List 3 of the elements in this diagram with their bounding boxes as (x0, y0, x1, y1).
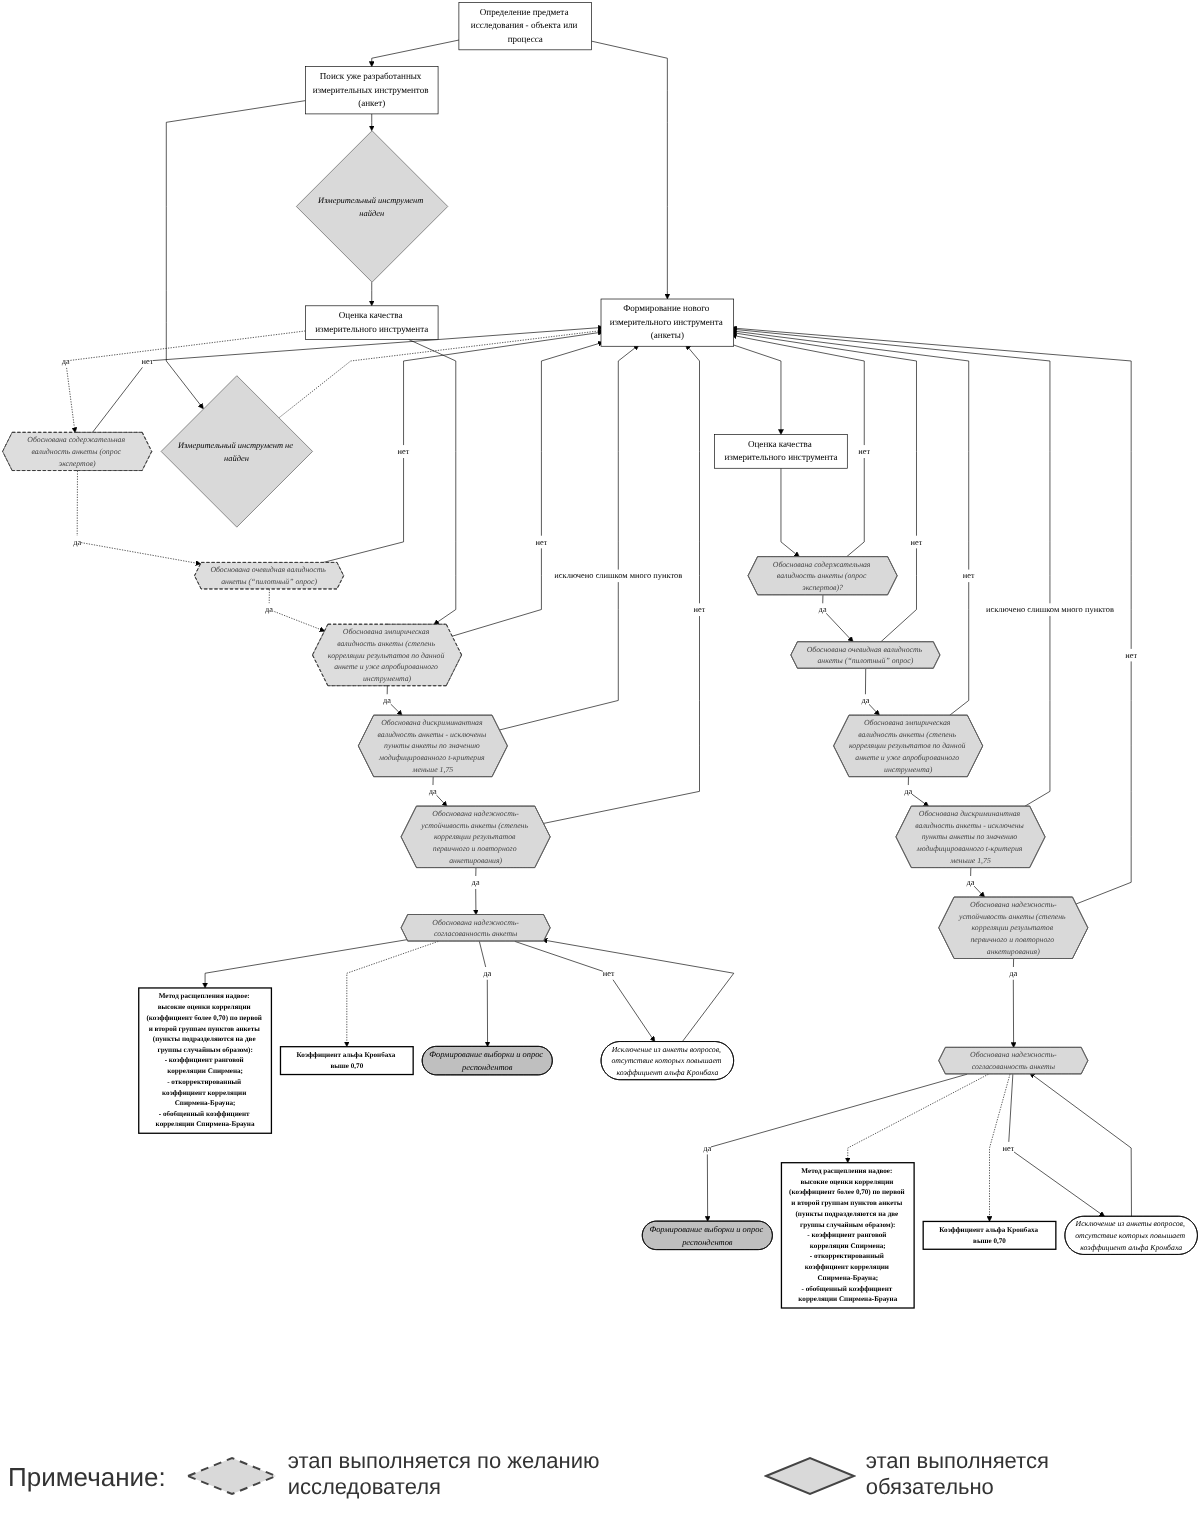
legend-label: этап выполняется обязательно (865, 1450, 1051, 1502)
legend-heading: Примечание: (8, 1461, 166, 1491)
legend-label: этап выполняется по желанию исследователя (287, 1450, 602, 1502)
